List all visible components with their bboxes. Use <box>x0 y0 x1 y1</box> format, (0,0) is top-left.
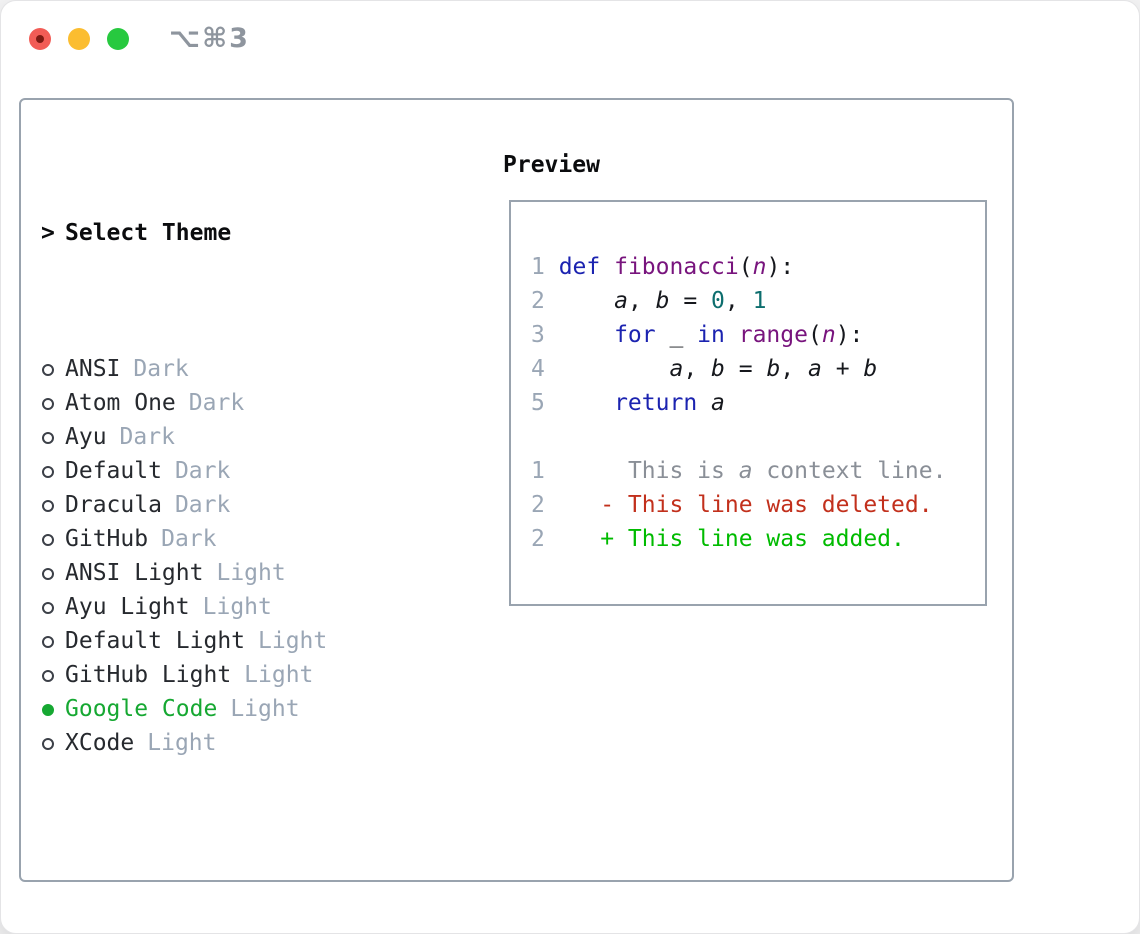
line-number: 2 <box>531 288 545 314</box>
line-number: 2 <box>531 526 545 552</box>
theme-list-item[interactable]: GitHub Dark <box>41 522 429 556</box>
preview-header: Preview <box>503 152 600 178</box>
theme-name: Ayu <box>65 424 107 450</box>
radio-icon <box>41 488 65 522</box>
radio-icon <box>41 386 65 420</box>
line-number: 2 <box>531 492 545 518</box>
theme-name: Default Light <box>65 628 246 654</box>
close-button[interactable] <box>29 28 51 50</box>
theme-list-item[interactable]: XCode Light <box>41 726 429 760</box>
line-number: 3 <box>531 322 545 348</box>
preview-line: 5 return a <box>531 386 977 420</box>
selection-prompt-icon: > <box>41 220 55 246</box>
preview-line: 4 a, b = b, a + b <box>531 352 977 386</box>
theme-variant: Dark <box>119 424 175 450</box>
theme-variant: Light <box>216 560 286 586</box>
radio-selected-icon <box>41 692 65 726</box>
titlebar: ⌥⌘3 <box>1 1 1139 77</box>
theme-list-item[interactable]: Dracula Dark <box>41 488 429 522</box>
theme-name: GitHub <box>65 526 149 552</box>
radio-icon <box>41 658 65 692</box>
radio-icon <box>41 556 65 590</box>
radio-icon <box>41 352 65 386</box>
minimize-button[interactable] <box>68 28 90 50</box>
radio-icon <box>41 420 65 454</box>
theme-variant: Light <box>230 696 300 722</box>
theme-variant: Light <box>147 730 217 756</box>
theme-list-header-row: > Select Theme <box>41 216 429 250</box>
theme-list-item[interactable]: ANSI Light Light <box>41 556 429 590</box>
theme-name: ANSI <box>65 356 121 382</box>
theme-list-item[interactable]: Ayu Dark <box>41 420 429 454</box>
theme-variant: Dark <box>174 458 231 484</box>
theme-list-item[interactable]: Default Light Light <box>41 624 429 658</box>
theme-variant: Light <box>258 628 328 654</box>
radio-icon <box>41 624 65 658</box>
theme-list-item[interactable]: Default Dark <box>41 454 429 488</box>
line-number: 5 <box>531 390 545 416</box>
radio-icon <box>41 590 65 624</box>
preview-line: 2 a, b = 0, 1 <box>531 284 977 318</box>
theme-name: Dracula <box>65 492 162 518</box>
theme-name: Ayu Light <box>65 594 190 620</box>
theme-list-item[interactable]: Atom One Dark <box>41 386 429 420</box>
radio-icon <box>41 522 65 556</box>
line-number: 1 <box>531 254 545 280</box>
preview-blank-line <box>531 420 977 454</box>
preview-line: 2 - This line was deleted. <box>531 488 977 522</box>
theme-list-item[interactable]: Ayu Light Light <box>41 590 429 624</box>
theme-variant: Dark <box>188 390 245 416</box>
radio-icon <box>41 454 65 488</box>
theme-variant: Dark <box>174 492 231 518</box>
theme-variant: Dark <box>133 356 189 382</box>
theme-name: Google Code <box>65 696 218 722</box>
theme-list-header: Select Theme <box>65 220 232 246</box>
preview-line: 3 for _ in range(n): <box>531 318 977 352</box>
theme-variant: Light <box>202 594 272 620</box>
line-number: 1 <box>531 458 545 484</box>
line-number: 4 <box>531 356 545 382</box>
theme-name: Atom One <box>65 390 176 416</box>
theme-name: XCode <box>65 730 135 756</box>
theme-variant: Light <box>244 662 314 688</box>
preview-line: 1 This is a context line. <box>531 454 977 488</box>
preview-line: 2 + This line was added. <box>531 522 977 556</box>
window-shortcut-label: ⌥⌘3 <box>169 23 250 54</box>
theme-name: ANSI Light <box>65 560 204 586</box>
theme-name: GitHub Light <box>65 662 232 688</box>
theme-list-item[interactable]: ANSI Dark <box>41 352 429 386</box>
radio-icon <box>41 726 65 760</box>
theme-name: Default <box>65 458 162 484</box>
theme-list-item[interactable]: Google Code Light <box>41 692 429 726</box>
spacer <box>41 862 429 896</box>
theme-variant: Dark <box>161 526 217 552</box>
theme-list-item[interactable]: GitHub Light Light <box>41 658 429 692</box>
zoom-button[interactable] <box>107 28 129 50</box>
